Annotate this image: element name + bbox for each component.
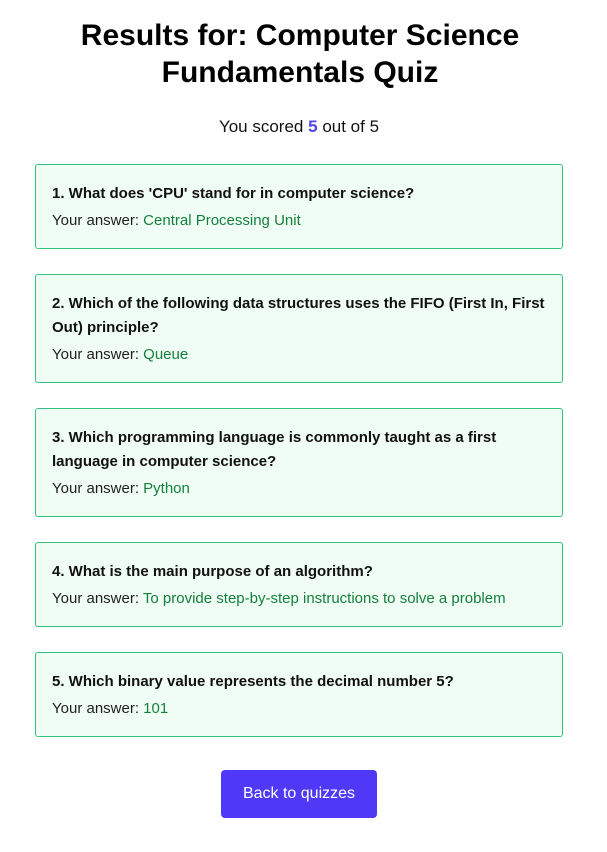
question-text: 4. What is the main purpose of an algori… — [52, 563, 373, 580]
back-to-quizzes-button[interactable]: Back to quizzes — [221, 770, 377, 818]
question-text: 5. Which binary value represents the dec… — [52, 673, 454, 690]
result-card: 4. What is the main purpose of an algori… — [35, 542, 563, 627]
result-card: 5. Which binary value represents the dec… — [35, 652, 563, 737]
score-total: 5 — [369, 117, 380, 136]
result-card: 3. Which programming language is commonl… — [35, 408, 563, 517]
answer-label: Your answer: — [52, 590, 139, 607]
answer-value: Central Processing Unit — [143, 212, 301, 229]
question-text: 1. What does 'CPU' stand for in computer… — [52, 185, 415, 202]
answer-value: To provide step-by-step instructions to … — [142, 590, 506, 607]
score-summary: You scored 5 out of 5 — [0, 116, 598, 138]
question-text: 3. Which programming language is commonl… — [52, 429, 497, 470]
page-title: Results for: Computer Science Fundamenta… — [80, 19, 520, 89]
answer-label: Your answer: — [52, 212, 139, 229]
score-middle: out of — [322, 117, 365, 136]
answer-line: Your answer: Python — [52, 478, 546, 500]
results-list: 1. What does 'CPU' stand for in computer… — [35, 164, 563, 762]
result-card: 2. Which of the following data structure… — [35, 274, 563, 383]
answer-value: Queue — [143, 346, 189, 363]
score-value: 5 — [308, 117, 318, 136]
answer-label: Your answer: — [52, 700, 139, 717]
answer-value: 101 — [143, 700, 169, 717]
question-text: 2. Which of the following data structure… — [52, 295, 545, 336]
answer-line: Your answer: Central Processing Unit — [52, 210, 546, 232]
answer-label: Your answer: — [52, 480, 139, 497]
answer-line: Your answer: Queue — [52, 344, 546, 366]
answer-line: Your answer: To provide step-by-step ins… — [52, 588, 546, 610]
answer-value: Python — [143, 480, 190, 497]
score-prefix: You scored — [218, 117, 304, 136]
result-card: 1. What does 'CPU' stand for in computer… — [35, 164, 563, 249]
answer-label: Your answer: — [52, 346, 139, 363]
answer-line: Your answer: 101 — [52, 698, 546, 720]
